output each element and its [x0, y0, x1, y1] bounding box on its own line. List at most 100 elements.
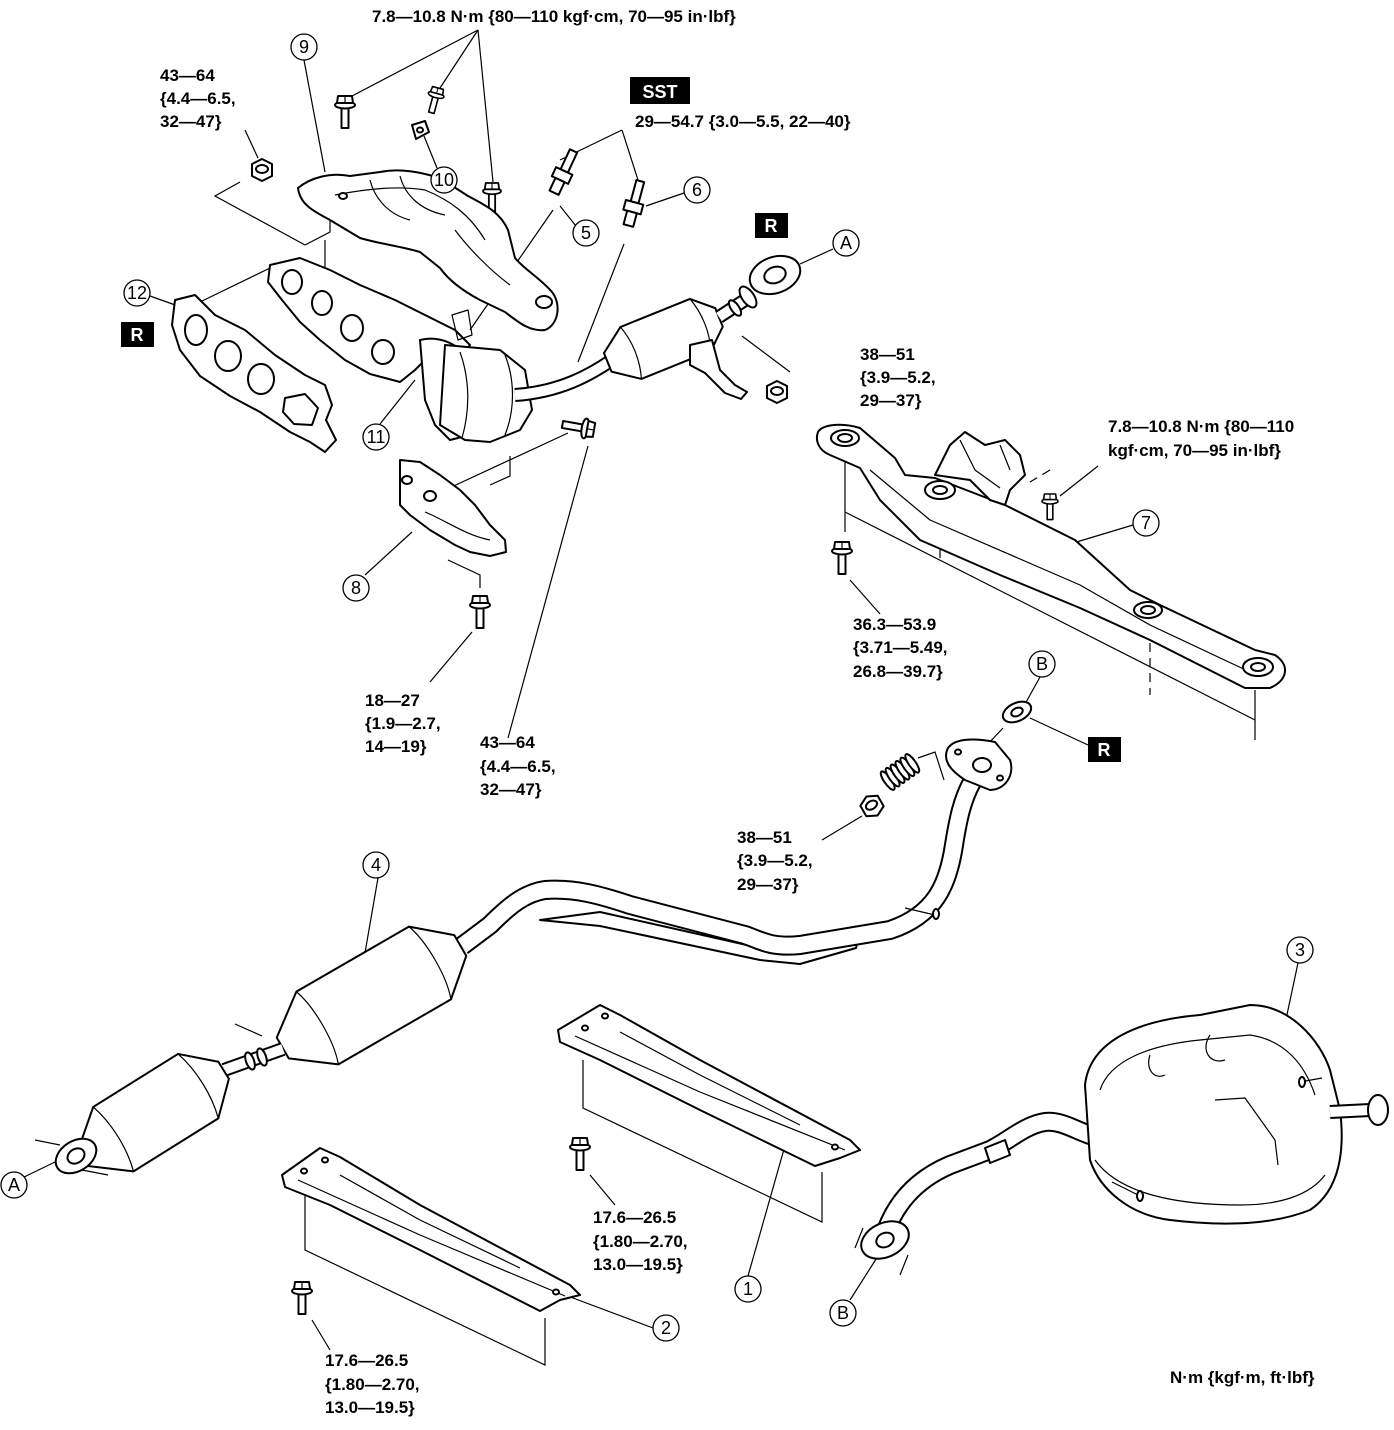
callout-number: 7 — [1141, 513, 1151, 533]
middle-pipe-stud — [81, 1169, 109, 1176]
manifold-bracket-hole — [423, 490, 437, 502]
leader-line — [577, 243, 625, 363]
leader-line — [489, 456, 511, 486]
torque-middle-pipe-nut-1: 38—51 — [737, 828, 792, 847]
callout-4: 4 — [362, 851, 390, 879]
leader-line — [799, 248, 834, 265]
crossmember-mount-hole — [837, 433, 853, 443]
callout-number: 10 — [434, 170, 454, 190]
main-catalyst-body — [275, 925, 468, 1066]
leader-line — [477, 29, 494, 183]
torque-bracket-bolt-1: 18—27 — [365, 691, 420, 710]
sensor-thread — [548, 176, 566, 196]
replace-badge-gasket-middle: R — [1088, 737, 1121, 762]
manifold-gasket-port — [214, 340, 242, 372]
torque-tunnel-member-1-bolt-1: 17.6—26.5 — [593, 1208, 676, 1227]
tunnel-member-1-hole — [581, 1024, 589, 1032]
callout-12: 12 — [123, 279, 151, 307]
heat-insulator-contour — [369, 179, 411, 221]
torque-heat-insulator-bolts: 7.8—10.8 N·m {80—110 kgf·cm, 70—95 in·lb… — [372, 7, 736, 26]
manifold-bracket-plate — [399, 459, 507, 557]
middle-pipe-flange-bolt-hole — [996, 774, 1004, 782]
tunnel-member-1 — [557, 1004, 861, 1223]
main-silencer-emboss — [1205, 1034, 1226, 1062]
torque-front-pipe-nut-2: {3.9—5.2, — [860, 368, 936, 387]
callout-circle — [683, 176, 711, 204]
front-pipe-flange — [738, 285, 758, 309]
heat-insulator-body — [297, 169, 559, 332]
heat-insulator-hole — [338, 192, 348, 200]
insulator-bolt — [422, 85, 447, 116]
torque-crossmember-small-bolt-1: 7.8—10.8 N·m {80—110 — [1108, 417, 1294, 436]
front-catalyst-body — [602, 297, 724, 380]
main-silencer-emboss — [1214, 1097, 1279, 1166]
leader-line — [379, 379, 416, 425]
manifold-bracket-hole — [401, 475, 413, 485]
crossmember-mount-hole — [1250, 662, 1266, 672]
main-silencer-tail-fill — [1329, 1105, 1371, 1117]
heat-insulator-hole — [535, 295, 553, 309]
tunnel-member-1-body — [557, 1004, 861, 1167]
manifold-bracket — [399, 459, 507, 557]
sensor-front — [548, 148, 579, 196]
leader-line — [439, 29, 479, 89]
leader-line — [645, 192, 685, 207]
leader-line — [849, 579, 881, 615]
callout-9: 9 — [290, 33, 318, 61]
spring-coil — [904, 753, 921, 774]
tunnel-member-2-hole — [321, 1156, 329, 1164]
torque-front-pipe-nut-1: 38—51 — [860, 345, 915, 364]
callout-circle — [1132, 509, 1160, 537]
crossmember-bracket-bend — [959, 439, 1001, 489]
main-catalyst-seam — [408, 926, 452, 1000]
connection-b-rear: B — [829, 1299, 857, 1327]
tunnel-member-2-hole — [552, 1288, 560, 1296]
torque-sensor: 29—54.7 {3.0—5.5, 22—40} — [635, 112, 851, 131]
connection-letter: B — [837, 1303, 849, 1323]
crossmember-bolt — [831, 541, 853, 575]
connection-circle — [829, 1299, 857, 1327]
tunnel-member-1-hole — [601, 1012, 609, 1020]
callout-number: 8 — [351, 578, 361, 598]
reference-line — [304, 1195, 546, 1366]
tunnel-member-2-edge — [297, 1179, 566, 1297]
leader-line — [423, 135, 438, 169]
crossmember-edge — [869, 469, 1251, 673]
main-silencer-stud — [854, 1227, 864, 1249]
sensor-rear — [622, 179, 646, 228]
main-silencer-stud — [899, 1254, 909, 1276]
main-silencer-hanger — [1111, 1181, 1141, 1197]
callout-circle — [123, 279, 151, 307]
leader-line — [1059, 465, 1099, 497]
replace-badge-text: R — [131, 325, 144, 345]
callout-number: 6 — [692, 180, 702, 200]
front-catalyst-seam — [619, 326, 643, 379]
exhaust-manifold-seam — [504, 354, 514, 436]
callout-number: 1 — [743, 1279, 753, 1299]
manifold-bracket-bend — [424, 511, 491, 541]
middle-pipe-ring — [256, 1047, 268, 1067]
tunnel-member-1-hole — [831, 1143, 839, 1151]
leader-line — [21, 1161, 56, 1179]
main-silencer-body — [1084, 1004, 1343, 1225]
front-pipe-ring — [727, 299, 743, 317]
main-silencer-pipe-band — [984, 1139, 1011, 1164]
reference-line — [1029, 469, 1051, 483]
tunnel-member-1-rib — [619, 1031, 801, 1126]
leader-line — [507, 445, 589, 739]
main-silencer-hanger-end — [1298, 1076, 1306, 1088]
torque-tunnel-member-1-bolt-2: {1.80—2.70, — [593, 1232, 688, 1251]
middle-pipe-stud — [34, 1139, 61, 1146]
main-silencer-tail-tip — [1367, 1094, 1389, 1126]
insulator-nut — [251, 158, 273, 182]
main-silencer-hanger-end — [1136, 1190, 1144, 1202]
main-silencer-contour — [1099, 1034, 1316, 1096]
callout-8: 8 — [342, 574, 370, 602]
callout-6: 6 — [683, 176, 711, 204]
connection-circle — [1028, 650, 1056, 678]
main-silencer-pipe-fill — [875, 1113, 1112, 1243]
main-catalyst — [275, 925, 468, 1066]
torque-tunnel-member-2-bolt-2: {1.80—2.70, — [325, 1375, 420, 1394]
leader-line — [311, 1319, 331, 1351]
torque-stay-bolt-1: 43—64 — [480, 733, 535, 752]
